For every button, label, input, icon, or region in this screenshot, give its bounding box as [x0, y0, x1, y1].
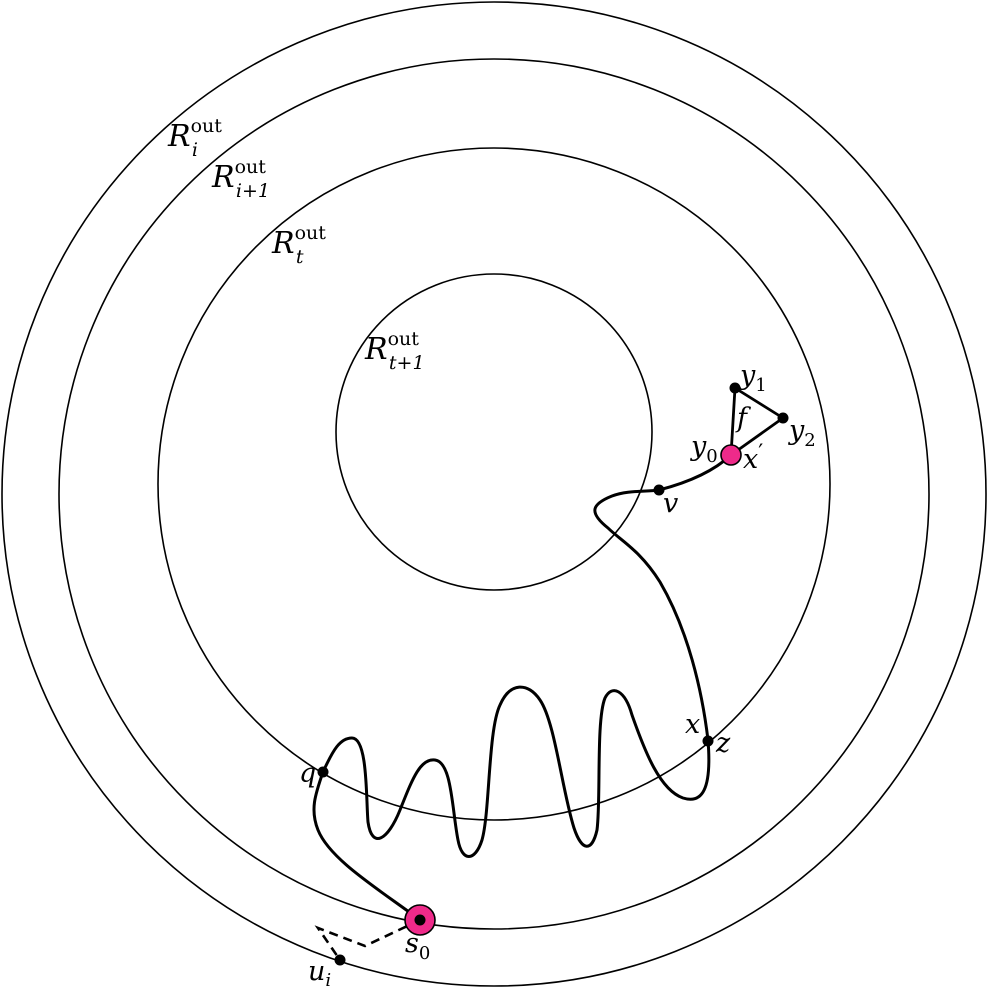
- face-triangle: [729, 386, 785, 457]
- vertex-v: [653, 484, 665, 496]
- region-ring-i-plus-1: [58, 58, 930, 930]
- main-path: [312, 453, 733, 922]
- label-y1: y1: [739, 360, 767, 396]
- vertex-ui: [334, 954, 346, 966]
- region-ring-t: [157, 147, 831, 821]
- label-y2: y2: [788, 415, 816, 451]
- label-z: z: [715, 728, 731, 759]
- label-v: v: [663, 488, 678, 519]
- label-s0: s0: [405, 928, 430, 964]
- label-x-prime: x′: [743, 441, 763, 475]
- label-x: x: [685, 709, 700, 740]
- label-q: q: [299, 758, 316, 789]
- label-ui: ui: [308, 956, 331, 988]
- vertex-q: [317, 766, 329, 778]
- vertex-s0: [414, 914, 426, 926]
- x-prime-highlight: [720, 444, 742, 466]
- label-y0: y0: [690, 431, 718, 467]
- vertex-xz: [702, 735, 714, 747]
- region-ring-t-plus-1: [335, 273, 653, 591]
- label-f: f: [735, 403, 751, 434]
- vertex-y2: [777, 412, 789, 424]
- dashed-path: [314, 918, 421, 961]
- vertex-y1: [729, 382, 741, 394]
